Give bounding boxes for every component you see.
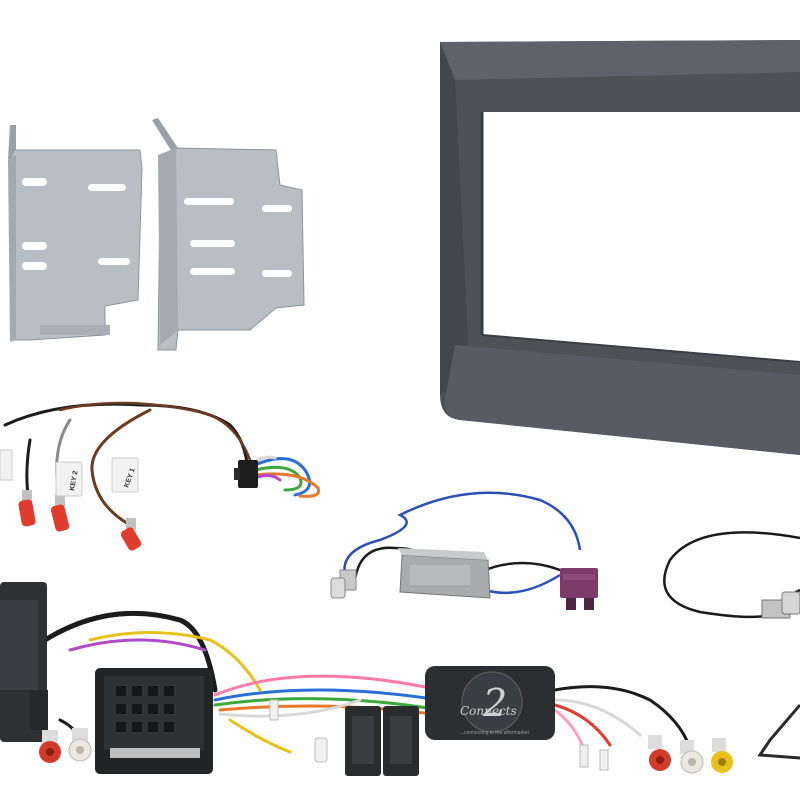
quadlock-connector <box>95 668 213 774</box>
left-mounting-bracket <box>8 125 143 342</box>
wire-tag-key-1: KEY 1 <box>111 457 139 493</box>
interface-logo-numeral: 2 <box>482 681 507 725</box>
interface-module-left <box>0 582 48 742</box>
fakra-connector <box>560 568 598 610</box>
wire-tag-partial <box>0 449 13 481</box>
loose-terminals <box>269 699 609 771</box>
antenna-cable <box>663 531 800 760</box>
interface-logo-tagline: ...connecting to the aftermarket <box>460 730 530 736</box>
dash-fascia-panel <box>440 40 800 455</box>
spade-terminals <box>18 490 142 551</box>
interface-logo-badge <box>461 671 523 733</box>
interface-logo-brand: Connects <box>460 704 517 718</box>
wire-tag-key-2: KEY 2 <box>55 461 83 497</box>
iso-connectors <box>345 706 419 776</box>
quadlock-pins <box>116 686 174 732</box>
key-wiring-harness <box>3 401 321 527</box>
amplifier-box <box>398 548 491 599</box>
right-mounting-bracket <box>152 118 305 351</box>
interface-wiring <box>42 610 692 757</box>
antenna-adapter <box>330 491 598 610</box>
steering-interface-box: 2 Connects ...connecting to the aftermar… <box>425 666 555 740</box>
rca-plugs <box>39 728 733 774</box>
wire-tag-key-2-label: KEY 2 <box>69 470 79 491</box>
